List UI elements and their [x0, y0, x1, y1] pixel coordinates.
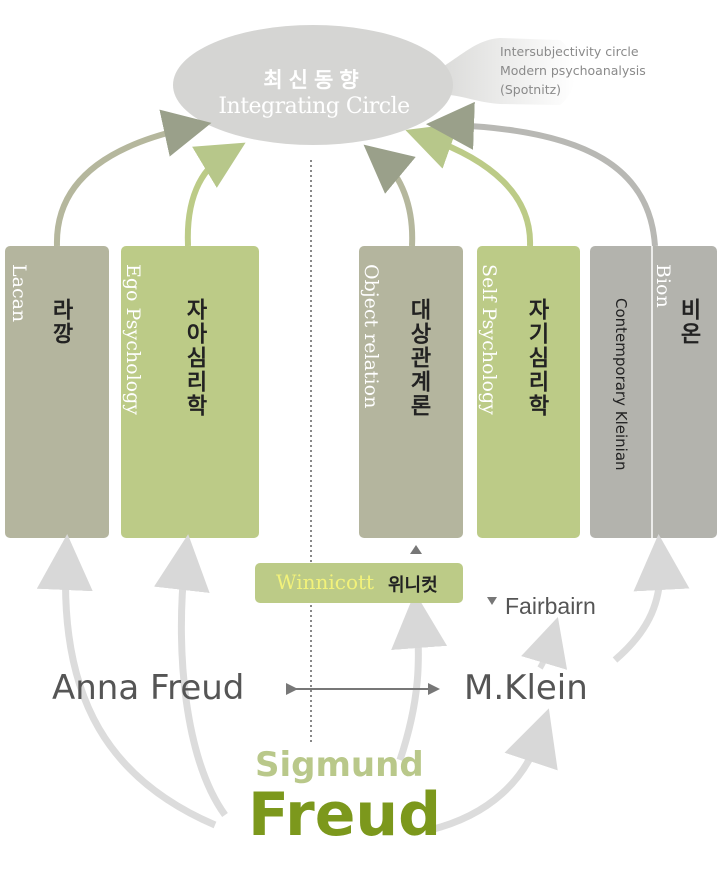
arrow-self-to-circle: [405, 123, 534, 247]
triangle-down-icon: [487, 597, 497, 605]
column-object-ko: 대상관계론: [406, 298, 431, 418]
circle-title-english: Integrating Circle: [218, 94, 410, 119]
arrow-object-to-circle: [363, 144, 416, 247]
arrow-lacan-to-circle: [53, 109, 212, 247]
circle-note: Intersubjectivity circle Modern psychoan…: [500, 42, 646, 99]
winnicott-en: Winnicott: [276, 570, 375, 594]
sigmund-label: Sigmund: [255, 745, 424, 785]
column-lacan-ko: 라깡: [48, 298, 73, 346]
arrow-freud-to-winnicott: [391, 592, 448, 762]
triangle-up-icon: [410, 545, 422, 554]
column-ego-box: [121, 246, 259, 538]
winnicott-ko: 위니컷: [388, 575, 438, 596]
anna-freud-label: Anna Freud: [52, 668, 245, 708]
arrow-klein-to-fairbairn: [521, 617, 568, 670]
arrow-bion-to-circle: [426, 101, 658, 247]
column-ego-en: Ego Psychology: [122, 264, 144, 415]
column-self-box: [477, 246, 580, 538]
arrow-klein-to-bion: [612, 534, 690, 663]
column-object-box: [359, 246, 463, 538]
note-bubble-tail: [420, 38, 575, 105]
m-klein-label: M.Klein: [464, 668, 588, 708]
arrow-freud-to-klein: [429, 708, 558, 834]
freud-label: Freud: [248, 780, 442, 850]
fairbairn-label: Fairbairn: [505, 593, 596, 619]
arrow-ego-to-circle: [184, 142, 246, 247]
integrating-circle-bubble: [173, 25, 453, 145]
column-self-en: Self Psychology: [478, 264, 500, 415]
column-bion-box: [590, 246, 717, 538]
column-bion-sub: Contemporary Kleinian: [612, 298, 630, 471]
column-self-ko: 자기심리학: [524, 298, 549, 418]
column-ego-ko: 자아심리학: [182, 298, 207, 418]
column-lacan-en: Lacan: [8, 264, 30, 323]
winnicott-box: [255, 563, 463, 603]
column-bion-en: Bion: [652, 264, 674, 308]
column-object-en: Object relation: [360, 264, 382, 409]
circle-title-korean: 최신동향: [263, 68, 365, 92]
column-lacan-box: [5, 246, 109, 538]
note-line-3: (Spotnitz): [500, 82, 562, 97]
column-bion-ko: 비온: [676, 298, 701, 346]
note-line-1: Intersubjectivity circle: [500, 44, 639, 59]
arrow-freud-to-lacan: [36, 534, 217, 829]
arrow-freud-to-ego: [154, 534, 228, 818]
note-line-2: Modern psychoanalysis: [500, 63, 646, 78]
